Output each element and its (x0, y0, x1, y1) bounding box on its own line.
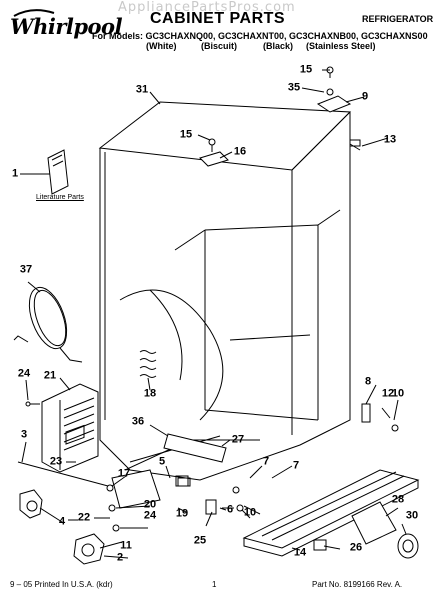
callout-31: 31 (135, 83, 149, 96)
callout-15a: 15 (299, 63, 313, 76)
cabinet-shell (100, 102, 350, 480)
drain-pan-and-trim (112, 436, 260, 508)
callout-27: 27 (231, 433, 245, 446)
callout-21: 21 (43, 369, 57, 382)
callout-10b: 10 (243, 506, 257, 519)
whirlpool-swoosh-logo (13, 9, 55, 17)
callout-13: 13 (383, 133, 397, 146)
part-number: Part No. 8199166 Rev. A. (312, 580, 403, 589)
callout-11: 11 (120, 539, 132, 552)
callout-4: 4 (58, 515, 66, 528)
power-cord (14, 282, 82, 362)
callout-10a: 10 (391, 387, 405, 400)
leader-lines (20, 70, 406, 558)
finish-biscuit: (Biscuit) (201, 41, 237, 51)
callout-30: 30 (405, 509, 419, 522)
callout-37: 37 (19, 263, 33, 276)
screws (26, 67, 398, 531)
finish-stainless: (Stainless Steel) (306, 41, 376, 51)
callout-7a: 7 (262, 455, 270, 468)
callout-12: 12 (381, 387, 395, 400)
finish-white: (White) (146, 41, 177, 51)
tubing-and-spring (140, 351, 226, 487)
page-title: CABINET PARTS (150, 10, 286, 27)
callout-15b: 15 (179, 128, 193, 141)
callout-26: 26 (349, 541, 363, 554)
page-number: 1 (212, 580, 217, 589)
watermark-text: AppliancePartsPros.com (118, 0, 296, 15)
callout-36: 36 (131, 415, 145, 428)
callout-5: 5 (158, 455, 166, 468)
top-hinge-brackets (200, 96, 360, 166)
models-line: For Models: GC3CHAXNQ00, GC3CHAXNT00, GC… (92, 31, 428, 41)
callout-3: 3 (20, 428, 28, 441)
callout-1: 1 (11, 167, 19, 180)
callout-17: 17 (117, 467, 131, 480)
front-rod-and-rollers (18, 462, 108, 564)
callout-25: 25 (193, 534, 207, 547)
literature-parts-label: Literature Parts (36, 194, 84, 201)
callout-35: 35 (287, 81, 301, 94)
callout-9: 9 (361, 90, 369, 103)
callout-24b: 24 (143, 509, 157, 522)
literature-booklet (30, 150, 68, 194)
base-grille (244, 470, 418, 556)
finish-black: (Black) (263, 41, 294, 51)
callout-16: 16 (233, 145, 247, 158)
callout-2: 2 (116, 551, 124, 564)
callout-19: 19 (175, 507, 189, 520)
callout-14: 14 (293, 546, 307, 559)
machine-compartment-cover (42, 384, 98, 472)
rear-rollers (314, 502, 418, 558)
callout-8: 8 (364, 375, 372, 388)
callout-7b: 7 (292, 459, 300, 472)
category-label: REFRIGERATOR (362, 14, 434, 24)
callout-22: 22 (77, 511, 91, 524)
callout-23: 23 (49, 455, 63, 468)
brand-logo: Whirlpool (10, 14, 123, 39)
callout-18: 18 (143, 387, 157, 400)
callout-6: 6 (226, 503, 234, 516)
print-info: 9 – 05 Printed In U.S.A. (kdr) (10, 580, 113, 589)
callout-20: 20 (143, 498, 157, 511)
callout-28: 28 (391, 493, 405, 506)
callout-24a: 24 (17, 367, 31, 380)
